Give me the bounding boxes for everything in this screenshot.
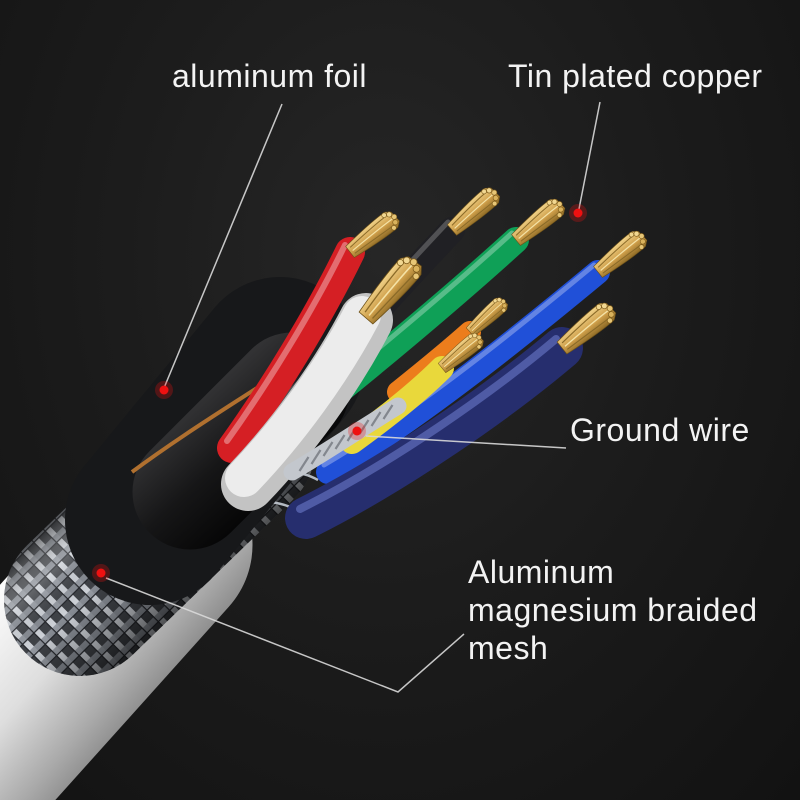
copper-strands-orange: [463, 293, 512, 339]
marker-tin-plated-copper: [569, 204, 587, 222]
marker-aluminum-foil: [155, 381, 173, 399]
leader-tin-plated-copper: [577, 101, 601, 215]
wire-navy-highlight: [296, 335, 560, 513]
marker-braided-mesh: [92, 564, 110, 582]
copper-strands-blue: [590, 226, 652, 281]
label-tin-plated-copper: Tin plated copper: [508, 58, 763, 94]
wire-blue: [316, 260, 610, 484]
markers: [92, 204, 587, 582]
wire-red-highlight: [224, 242, 348, 444]
copper-strands-red: [342, 206, 404, 261]
leader-aluminum-foil: [163, 103, 283, 389]
leader-ground-wire: [365, 435, 567, 449]
wires: [217, 217, 610, 539]
copper-strands-black: [444, 182, 505, 239]
label-braided-mesh: Aluminum magnesium braided mesh: [468, 554, 758, 666]
label-aluminum-foil: aluminum foil: [172, 58, 368, 94]
ground-wire-strand: [283, 397, 407, 481]
leader-braided-mesh: [105, 577, 465, 693]
leader-lines: [105, 101, 601, 693]
drain-wire: [130, 384, 262, 474]
wire-red: [217, 237, 365, 463]
copper-strands-green: [508, 194, 570, 249]
marker-ground-wire: [348, 422, 366, 440]
label-ground-wire: Ground wire: [570, 412, 750, 448]
wire-navy: [285, 327, 583, 539]
wire-white: [225, 296, 381, 497]
